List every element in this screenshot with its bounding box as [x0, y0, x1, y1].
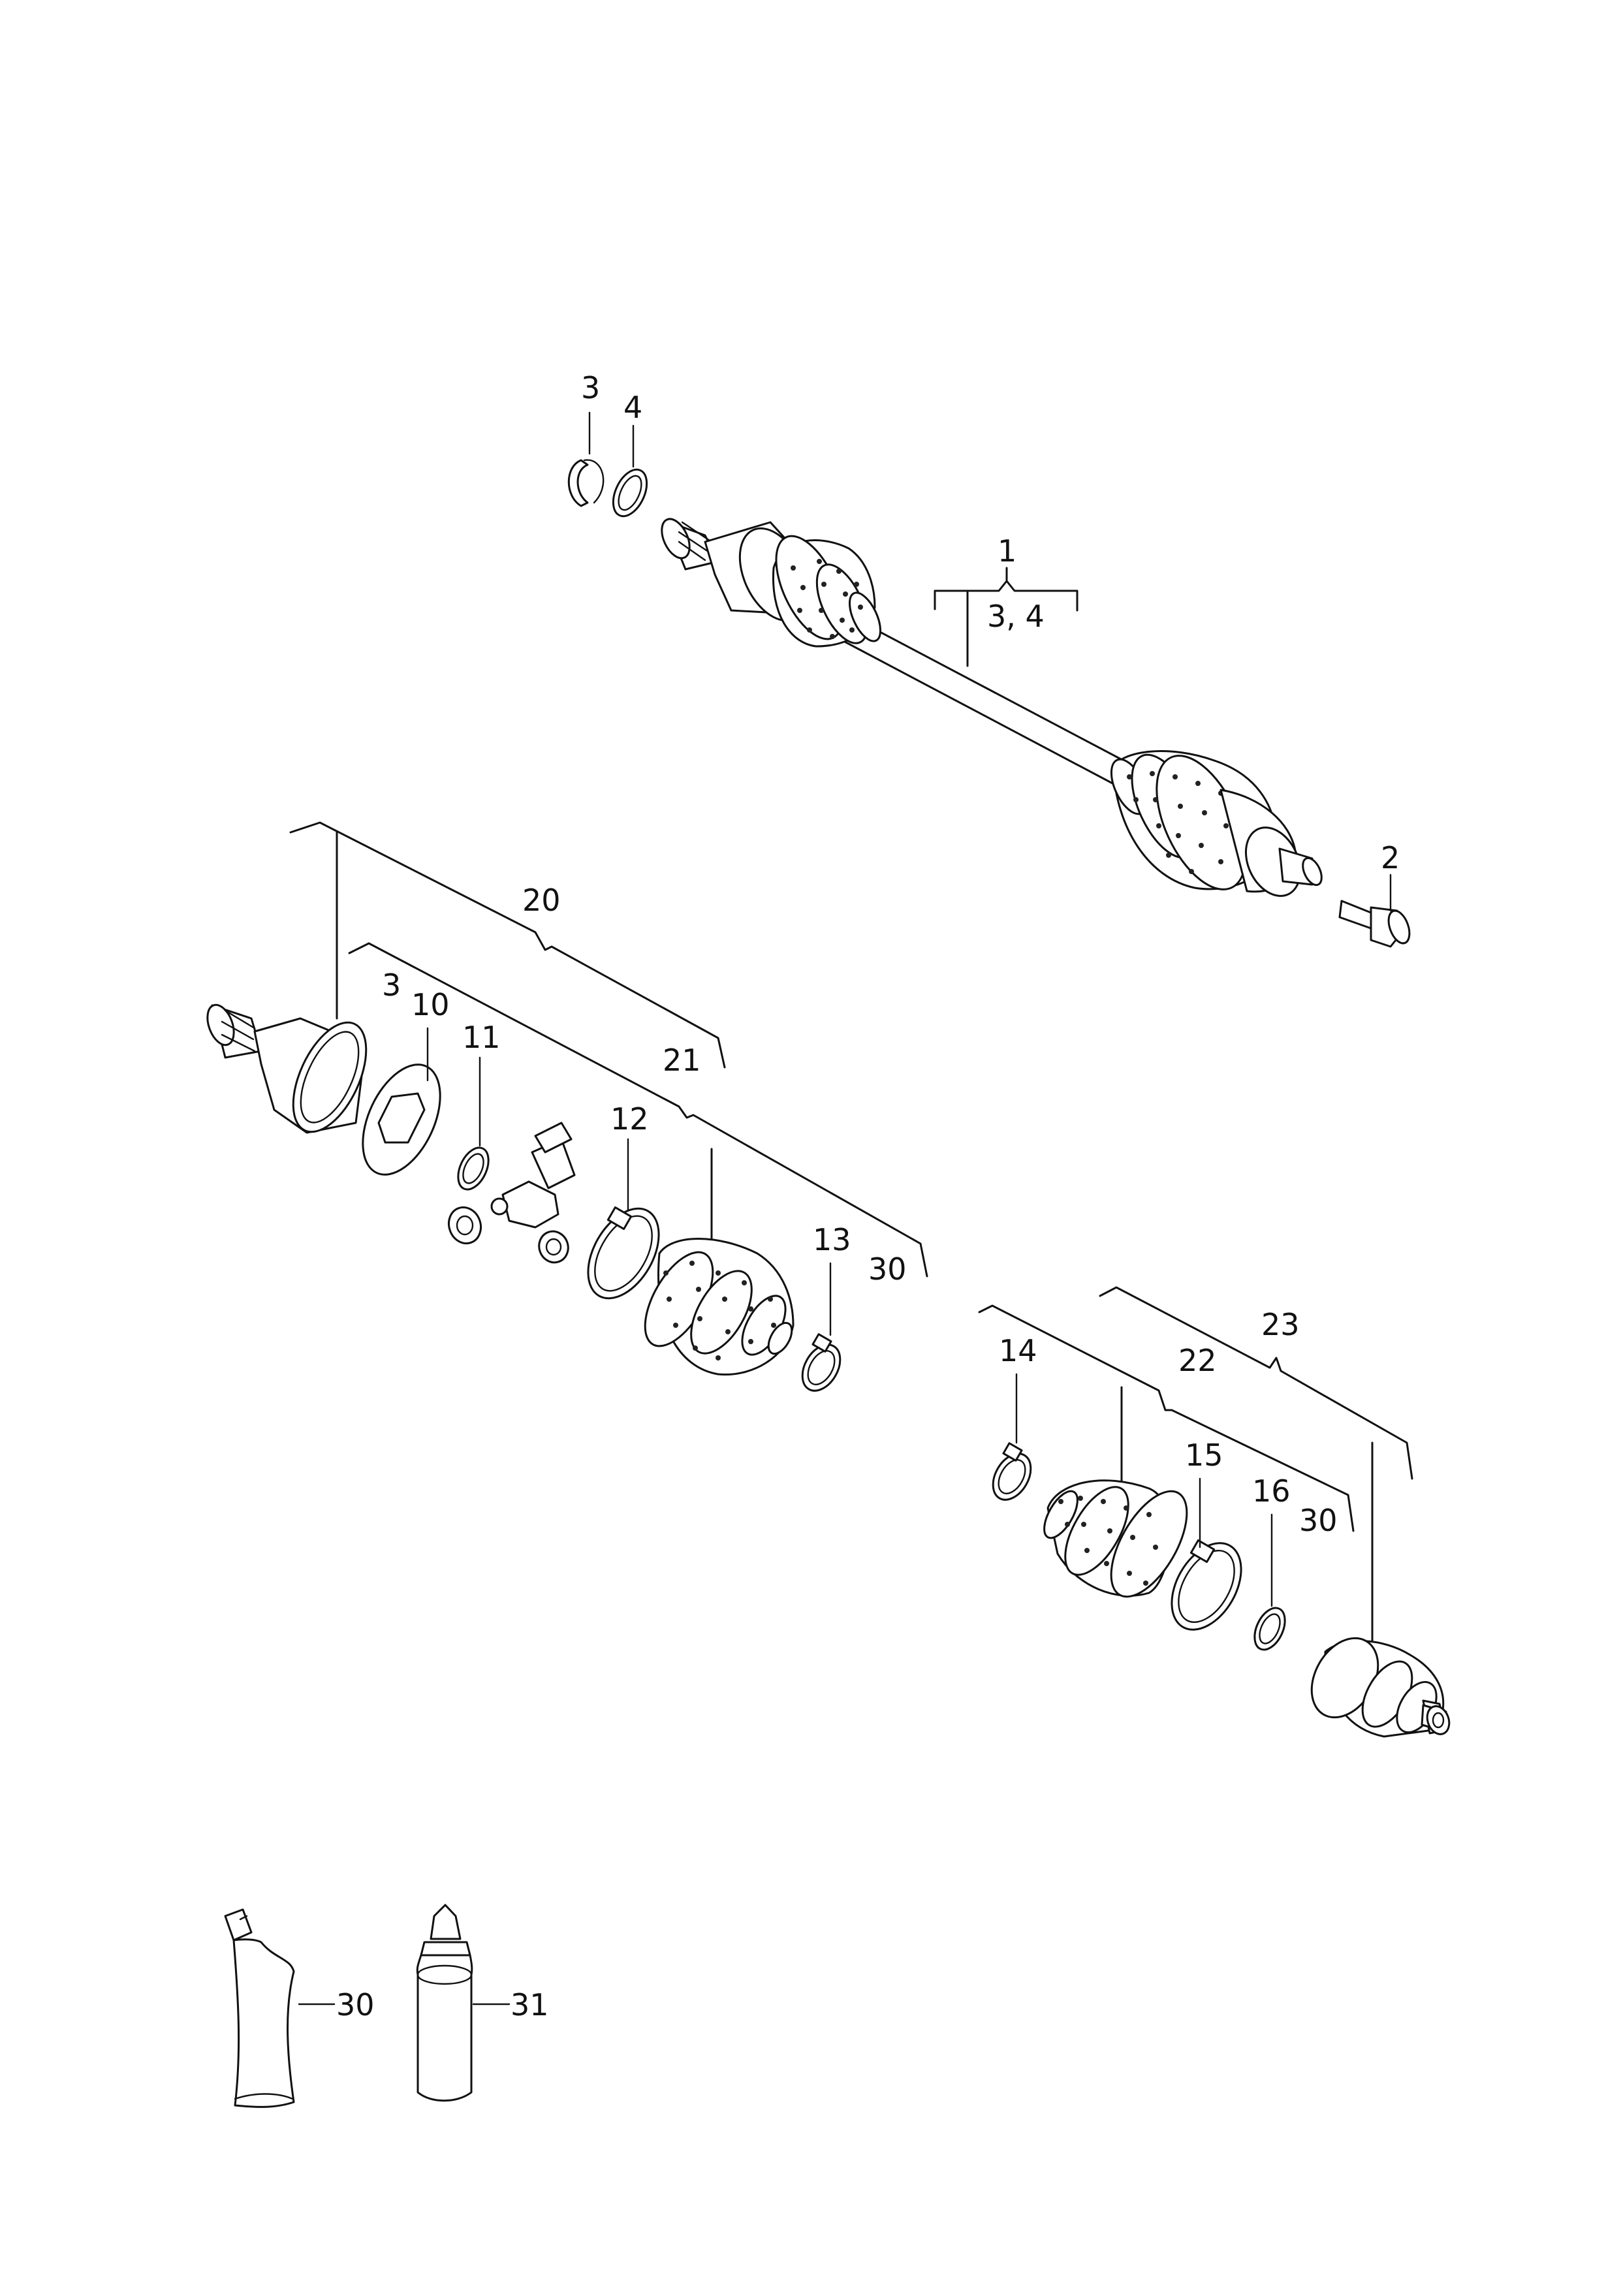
label-part-15: 15 [1185, 1438, 1223, 1473]
label-part-11: 11 [462, 1020, 501, 1055]
inner-boot [772, 535, 881, 648]
label-part-16: 16 [1252, 1473, 1291, 1509]
seal-ring [612, 468, 648, 518]
label-part-30-a: 30 [868, 1251, 907, 1287]
label-part-23: 23 [1261, 1307, 1300, 1342]
label-part-3-top: 3 [581, 370, 600, 405]
boot-clamp-large [587, 1206, 660, 1300]
inner-boot-exploded [644, 1238, 795, 1376]
label-part-1-includes: 3, 4 [987, 599, 1045, 634]
inner-spline-stub [661, 518, 719, 571]
boot-clamp-small [801, 1333, 842, 1392]
label-part-3-mid: 3 [382, 967, 401, 1003]
label-part-30-b: 30 [1299, 1503, 1338, 1538]
boot-clamp-small-outer [992, 1442, 1032, 1501]
boot-texture [1127, 771, 1229, 874]
drive-shaft-assembly [661, 518, 1323, 897]
boot-clamp-large-outer [1171, 1539, 1242, 1631]
joint-cage [362, 1063, 441, 1176]
label-part-30-c: 30 [336, 1987, 375, 2022]
circlip [567, 459, 605, 507]
inner-joint-housing-exploded [206, 1003, 368, 1134]
label-part-13: 13 [813, 1222, 851, 1257]
bolt [1338, 900, 1411, 948]
label-part-14: 14 [999, 1333, 1037, 1368]
outer-joint-exploded [1310, 1637, 1451, 1738]
boot-texture [791, 559, 863, 639]
label-part-20: 20 [522, 883, 561, 918]
label-part-21: 21 [663, 1043, 701, 1078]
label-part-22: 22 [1178, 1343, 1217, 1378]
tripod-roller-assembly [447, 1122, 576, 1264]
label-part-12: 12 [610, 1101, 649, 1137]
label-part-10: 10 [411, 987, 450, 1022]
callout-bracket-20 [289, 821, 726, 1069]
outer-joint-housing [1220, 789, 1323, 897]
outer-boot [1110, 750, 1278, 890]
grease-tube [224, 1908, 295, 2108]
label-part-2: 2 [1381, 840, 1400, 875]
circlip-small [457, 1146, 490, 1191]
label-part-4-top: 4 [623, 390, 642, 425]
callout-bracket-23 [1099, 1286, 1413, 1659]
boot-texture [663, 1261, 776, 1360]
label-part-1: 1 [998, 533, 1016, 569]
boot-texture [1058, 1496, 1158, 1586]
callout-bracket-1 [934, 567, 1078, 667]
circlip-outer [1253, 1607, 1286, 1651]
sealant-bottle [416, 1904, 473, 2102]
outer-boot-exploded [1043, 1479, 1188, 1598]
label-part-31: 31 [511, 1987, 549, 2022]
